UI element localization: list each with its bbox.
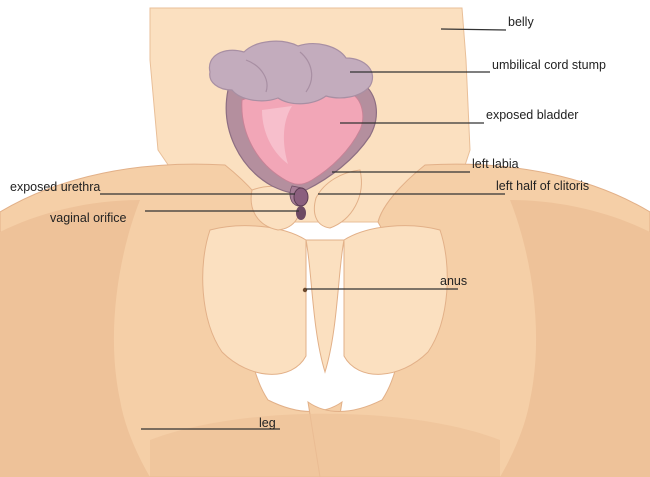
leader-belly — [440, 28, 507, 31]
umbilical-stump-shape — [208, 40, 374, 105]
vaginal-orifice-shape — [296, 206, 306, 220]
label-anus: anus — [440, 274, 468, 288]
label-vaginal-orifice: vaginal orifice — [50, 211, 127, 225]
right-buttock — [343, 225, 448, 375]
label-left-labia: left labia — [472, 157, 519, 171]
gluteal-cleft — [305, 239, 345, 374]
leader-lines — [100, 28, 507, 430]
label-left-half-of-clitoris: left half of clitoris — [496, 179, 590, 193]
label-leg: leg — [259, 416, 276, 430]
umbilical-stump-fold — [245, 51, 313, 93]
label-belly: belly — [508, 15, 534, 29]
label-exposed-urethra: exposed urethra — [10, 180, 101, 194]
label-exposed-bladder: exposed bladder — [486, 108, 579, 122]
label-umbilical-cord-stump: umbilical cord stump — [492, 58, 606, 72]
right-labia-shape — [313, 169, 362, 229]
left-leg-shadow — [0, 200, 150, 477]
urethra-opening — [293, 187, 309, 207]
right-leg-shadow — [500, 200, 650, 477]
bladder-highlight — [262, 106, 292, 164]
left-buttock — [202, 225, 307, 375]
